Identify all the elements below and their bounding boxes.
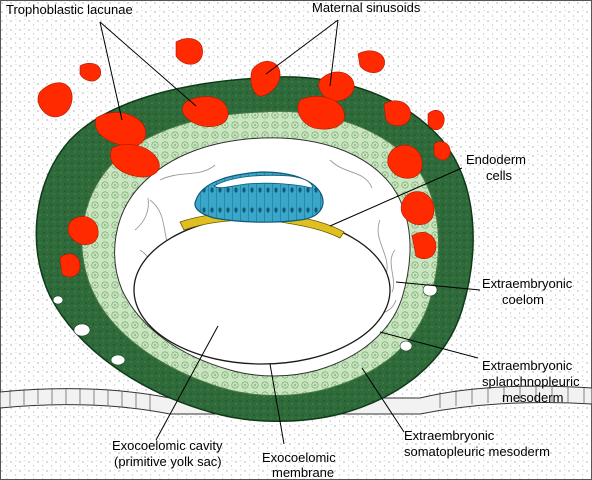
sinusoid-top-2	[250, 61, 281, 97]
lacuna-left-3	[67, 216, 99, 245]
lacuna-upper-2	[297, 96, 345, 130]
label-somatopleuric-line1: Extraembryonic	[404, 428, 495, 443]
maternal-sinusoids	[37, 38, 451, 278]
label-splanchnopleuric-line1: Extraembryonic	[482, 358, 573, 373]
sinusoid-top-1	[175, 38, 203, 65]
label-endoderm-cells-line1: Endoderm	[466, 152, 526, 167]
sinusoid-top-3	[318, 71, 355, 102]
sinusoid-right-3	[433, 141, 451, 161]
label-extraembryonic-coelom-line2: coelom	[502, 292, 544, 307]
exocoelomic-cavity	[142, 226, 382, 358]
lacuna-right-3	[411, 232, 437, 259]
sinusoid-right-2	[427, 110, 445, 131]
trophoblast-gaps	[52, 283, 438, 366]
label-extraembryonic-coelom-line1: Extraembryonic	[482, 276, 573, 291]
epithelial-cells	[9, 386, 585, 411]
label-endoderm-cells-line2: cells	[486, 168, 513, 183]
label-exocoelomic-membrane-line1: Exocoelomic	[262, 450, 336, 465]
sinusoid-left-1	[37, 82, 73, 118]
lacuna-left-1	[95, 112, 146, 148]
sinusoid-top-4	[357, 50, 385, 74]
label-trophoblastic-lacunae: Trophoblastic lacunae	[6, 2, 133, 17]
lacuna-right-2	[400, 191, 435, 225]
label-splanchnopleuric-line3: mesoderm	[502, 390, 563, 405]
leader-lines	[99, 19, 481, 445]
sinusoid-right-1	[383, 100, 411, 127]
label-exocoelomic-cavity-line1: Exocoelomic cavity	[112, 438, 223, 453]
label-maternal-sinusoids: Maternal sinusoids	[312, 0, 421, 15]
label-exocoelomic-membrane-line2: membrane	[272, 465, 334, 480]
lacuna-left-4	[59, 253, 81, 278]
sinusoid-left-2	[79, 63, 101, 82]
label-somatopleuric-line2: somatopleuric mesoderm	[404, 444, 550, 459]
amniotic-cavity	[213, 174, 313, 189]
label-exocoelomic-cavity-line2: (primitive yolk sac)	[114, 454, 222, 469]
lacuna-right-1	[387, 144, 423, 179]
lacuna-left-2	[110, 144, 160, 178]
label-splanchnopleuric-line2: splanchnopleuric	[482, 374, 580, 389]
